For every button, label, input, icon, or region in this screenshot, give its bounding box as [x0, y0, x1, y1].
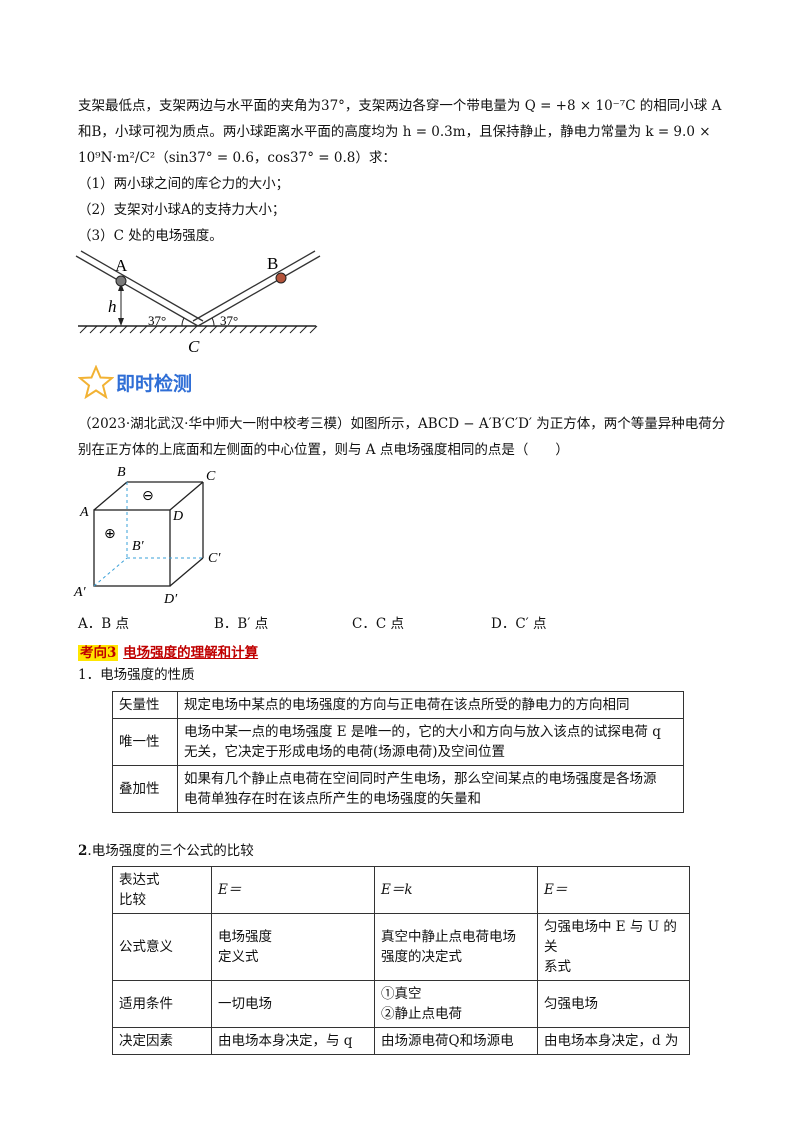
ball-b: [275, 272, 287, 284]
positive-charge: ⊕: [104, 526, 116, 542]
table-cell: 叠加性: [112, 765, 178, 813]
label-b: B: [267, 254, 278, 273]
vertex-a-prime: A′: [73, 585, 87, 600]
cell-line: ②静止点电荷: [381, 1006, 462, 1022]
cell-line: 表达式: [119, 872, 160, 888]
label-c: C: [188, 337, 200, 356]
part2-heading: 2.电场强度的三个公式的比较: [78, 841, 254, 861]
table-row: 表达式 比较 E＝ E＝k E＝: [112, 866, 690, 914]
table-cell: 真空中静止点电荷电场 强度的决定式: [374, 913, 538, 981]
table-cell: 一切电场: [211, 980, 375, 1028]
table-row: 适用条件 一切电场 ①真空 ②静止点电荷 匀强电场: [112, 980, 690, 1028]
ball-a: [115, 275, 127, 287]
option-c[interactable]: C．C 点: [352, 616, 404, 632]
vertex-b-prime: B′: [132, 539, 145, 554]
table-cell: 矢量性: [112, 691, 178, 719]
problem-line-3: 10⁹N·m²/C²（sin37° = 0.6，cos37° = 0.8）求：: [78, 150, 396, 166]
mcq-line-1: （2023·湖北武汉·华中师大一附中校考三模）如图所示，ABCD − A′B′C…: [78, 416, 726, 432]
angle-right: 37°: [220, 313, 238, 328]
formula-comparison-table: 表达式 比较 E＝ E＝k E＝ 公式意义 电场强度 定义式 真空中静止点电荷电…: [112, 866, 690, 1055]
star-icon: [78, 365, 114, 399]
support-figure: A B h 37° 37° C: [75, 250, 321, 356]
part1-heading: 1．电场强度的性质: [78, 667, 195, 683]
table-cell: E＝k: [374, 866, 538, 914]
section-title: 电场强度的理解和计算: [123, 645, 259, 661]
section-heading: 考向3 电场强度的理解和计算: [78, 641, 258, 661]
question-3: （3）C 处的电场强度。: [78, 228, 223, 244]
vertex-c: C: [206, 469, 216, 484]
part2-heading-text: .电场强度的三个公式的比较: [87, 843, 254, 859]
cell-line: 无关，它决定于形成电场的电荷(场源电荷)及空间位置: [184, 744, 506, 760]
table-cell: 规定电场中某点的电场强度的方向与正电荷在该点所受的静电力的方向相同: [177, 691, 684, 719]
cell-line: 系式: [544, 959, 571, 975]
cell-line: 电荷单独存在时在该点所产生的电场强度的矢量和: [184, 791, 481, 807]
question-2: （2）支架对小球A的支持力大小；: [78, 202, 286, 218]
table-cell: 唯一性: [112, 718, 178, 766]
cube-figure: ⊖ ⊕ B C A D B′ C′ A′ D′: [73, 465, 221, 607]
option-b[interactable]: B．B′ 点: [214, 616, 269, 632]
table-cell: 公式意义: [112, 913, 212, 981]
table-cell: E＝: [537, 866, 690, 914]
cell-line: 电场中某一点的电场强度 E 是唯一的，它的大小和方向与放入该点的试探电荷 q: [184, 724, 661, 740]
table-row: 矢量性 规定电场中某点的电场强度的方向与正电荷在该点所受的静电力的方向相同: [112, 691, 684, 719]
table-cell: 由场源电荷Q和场源电: [374, 1027, 538, 1055]
question-1: （1）两小球之间的库仑力的大小；: [78, 176, 290, 192]
table-cell: 适用条件: [112, 980, 212, 1028]
part2-number: 2: [78, 843, 88, 859]
cell-line: 比较: [119, 892, 146, 908]
table-cell: 由电场本身决定，d 为: [537, 1027, 690, 1055]
vertex-a: A: [79, 505, 89, 520]
instant-check-title: 即时检测: [116, 373, 193, 395]
table-cell: 电场强度 定义式: [211, 913, 375, 981]
cell-line: 如果有几个静止点电荷在空间同时产生电场，那么空间某点的电场强度是各场源: [184, 771, 657, 787]
table-cell: 由电场本身决定，与 q: [211, 1027, 375, 1055]
table-row: 唯一性 电场中某一点的电场强度 E 是唯一的，它的大小和方向与放入该点的试探电荷…: [112, 718, 684, 766]
table-cell: 决定因素: [112, 1027, 212, 1055]
section-tag: 考向3: [78, 645, 119, 661]
cell-line: 真空中静止点电荷电场: [381, 929, 516, 945]
table-cell: 如果有几个静止点电荷在空间同时产生电场，那么空间某点的电场强度是各场源 电荷单独…: [177, 765, 684, 813]
negative-charge: ⊖: [142, 488, 154, 504]
label-a: A: [115, 256, 128, 275]
angle-left: 37°: [148, 313, 166, 328]
vertex-c-prime: C′: [208, 551, 221, 566]
table-cell: 匀强电场: [537, 980, 690, 1028]
cell-line: 匀强电场中 E 与 U 的关: [544, 919, 677, 955]
problem-line-2: 和B，小球可视为质点。两小球距离水平面的高度均为 h = 0.3m，且保持静止，…: [78, 124, 711, 140]
label-h: h: [108, 297, 117, 316]
cell-line: 强度的决定式: [381, 949, 462, 965]
table-cell: ①真空 ②静止点电荷: [374, 980, 538, 1028]
table-row: 决定因素 由电场本身决定，与 q 由场源电荷Q和场源电 由电场本身决定，d 为: [112, 1027, 690, 1055]
cell-line: ①真空: [381, 986, 422, 1002]
table-cell: E＝: [211, 866, 375, 914]
table-row: 叠加性 如果有几个静止点电荷在空间同时产生电场，那么空间某点的电场强度是各场源 …: [112, 765, 684, 813]
problem-line-1: 支架最低点，支架两边与水平面的夹角为37°，支架两边各穿一个带电量为 Q = +…: [78, 98, 722, 114]
table-cell: 电场中某一点的电场强度 E 是唯一的，它的大小和方向与放入该点的试探电荷 q 无…: [177, 718, 684, 766]
field-properties-table: 矢量性 规定电场中某点的电场强度的方向与正电荷在该点所受的静电力的方向相同 唯一…: [112, 691, 684, 813]
vertex-b: B: [117, 465, 126, 480]
table-cell: 匀强电场中 E 与 U 的关 系式: [537, 913, 690, 981]
mcq-line-2: 别在正方体的上底面和左侧面的中心位置，则与 A 点电场强度相同的点是（ ）: [78, 442, 569, 458]
vertex-d: D: [172, 509, 183, 524]
vertex-d-prime: D′: [163, 592, 178, 607]
option-a[interactable]: A．B 点: [78, 616, 129, 632]
table-cell: 表达式 比较: [112, 866, 212, 914]
cell-line: 电场强度: [218, 929, 272, 945]
option-d[interactable]: D．C′ 点: [491, 616, 547, 632]
table-row: 公式意义 电场强度 定义式 真空中静止点电荷电场 强度的决定式 匀强电场中 E …: [112, 913, 690, 981]
cell-line: 定义式: [218, 949, 259, 965]
